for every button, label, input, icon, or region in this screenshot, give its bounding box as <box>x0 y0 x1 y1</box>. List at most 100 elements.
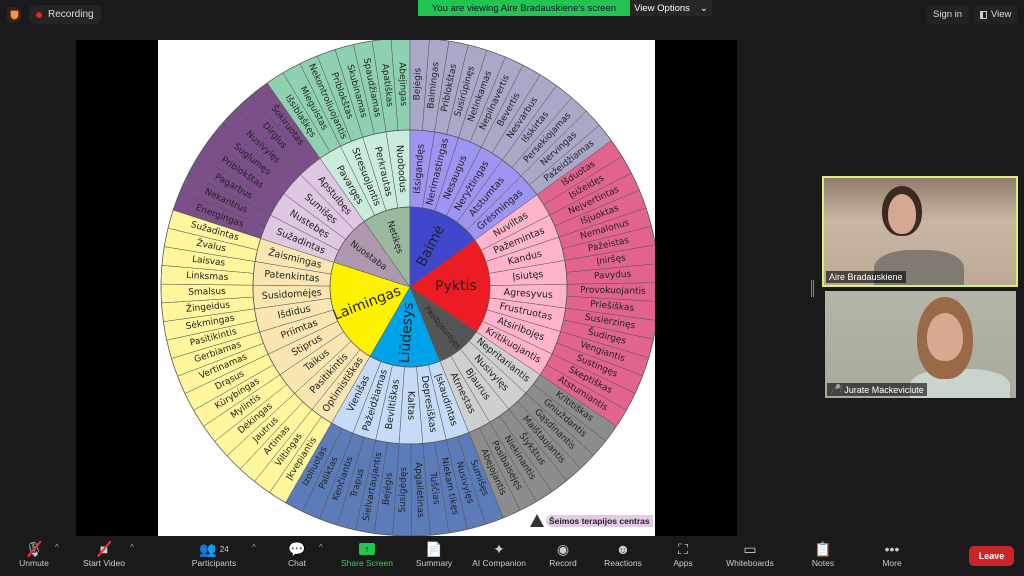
middle-emotion-label: Nuobodus <box>394 145 409 194</box>
chat-bubble-icon: 💬 <box>288 540 306 557</box>
summary-label: Summary <box>415 558 453 568</box>
outer-emotion-label: Smalsus <box>188 287 226 298</box>
participant-name: Jurate Mackeviciute <box>844 384 924 395</box>
security-shield-icon[interactable] <box>7 7 21 23</box>
share-screen-label: Share Screen <box>341 558 393 568</box>
muted-mic-icon: 🎤̸ <box>830 384 842 394</box>
video-tile-aire[interactable]: Aire Bradauskiene <box>822 176 1018 287</box>
chat-options-caret[interactable]: ^ <box>319 543 323 552</box>
unmute-label: Unmute <box>19 558 49 568</box>
participants-icon: 👥24 <box>199 540 229 557</box>
summary-document-icon: 📄 <box>425 540 443 557</box>
outer-emotion-label: Tuščias <box>427 471 442 506</box>
viewing-screen-banner: You are viewing Aire Bradauskiene's scre… <box>418 0 630 16</box>
muted-microphone-icon: 🎙 <box>25 540 43 558</box>
outer-emotion-label: Bejėgis <box>412 67 423 100</box>
outer-emotion-label: Įniršęs <box>596 252 627 267</box>
outer-emotion-label: Susigėdęs <box>398 467 409 513</box>
video-options-caret[interactable]: ^ <box>130 543 134 552</box>
middle-emotion-label: Įsiutęs <box>512 269 544 283</box>
middle-emotion-label: Išsigandęs <box>412 143 427 194</box>
outer-emotion-label: Bejėgis <box>381 472 394 506</box>
more-label: More <box>882 558 902 568</box>
notes-icon: 📋 <box>814 540 832 557</box>
record-button[interactable]: ◉ Record <box>549 540 577 569</box>
ai-companion-button[interactable]: ✦ AI Companion <box>472 540 526 569</box>
reactions-button[interactable]: ☻ Reactions <box>604 540 642 568</box>
apps-icon: ⛶ <box>678 540 688 557</box>
audio-options-caret[interactable]: ^ <box>55 543 59 552</box>
chat-label: Chat <box>288 558 306 568</box>
view-label: View <box>991 9 1012 20</box>
outer-emotion-label: Priešiškas <box>590 299 635 314</box>
whiteboards-label: Whiteboards <box>726 558 774 568</box>
top-bar: Recording You are viewing Aire Bradauski… <box>0 0 1024 30</box>
sign-in-button[interactable]: Sign in <box>926 5 970 24</box>
outer-emotion-label: Linksmas <box>186 271 229 283</box>
middle-emotion-label: Patenkintas <box>264 269 320 285</box>
leave-button[interactable]: Leave <box>969 546 1014 566</box>
notes-button[interactable]: 📋 Notes <box>811 540 835 569</box>
view-button[interactable]: View <box>974 5 1018 24</box>
middle-emotion-label: Agresyvus <box>503 287 553 301</box>
start-video-label: Start Video <box>83 558 125 568</box>
more-button[interactable]: ••• More <box>882 540 901 568</box>
feelings-wheel: IšsiblaškęsMieguistasNekontroliuojantisP… <box>160 37 660 537</box>
core-emotion-label: Pyktis <box>435 278 477 295</box>
outer-emotion-label: Abejingas <box>396 62 408 107</box>
summary-button[interactable]: 📄 Summary <box>415 540 453 569</box>
participant-name: Aire Bradauskiene <box>829 272 903 282</box>
apps-label: Apps <box>673 558 693 568</box>
apps-button[interactable]: ⛶ Apps <box>673 540 693 569</box>
view-options-label: View Options <box>634 2 690 14</box>
video-off-icon: ■ <box>96 540 112 558</box>
outer-emotion-label: Laisvas <box>191 255 226 269</box>
layout-icon <box>980 10 987 19</box>
share-screen-button[interactable]: ↑ Share Screen <box>341 540 393 568</box>
whiteboard-icon: ▭ <box>743 540 757 557</box>
unmute-button[interactable]: 🎙 Unmute <box>19 540 49 569</box>
middle-emotion-label: Susidomėjęs <box>261 287 322 302</box>
reactions-label: Reactions <box>604 558 642 568</box>
participants-button[interactable]: 👥24 Participants <box>191 540 237 569</box>
outer-emotion-label: Provokuojantis <box>580 286 646 297</box>
whiteboards-button[interactable]: ▭ Whiteboards <box>726 540 774 569</box>
record-label: Record <box>549 558 577 568</box>
share-screen-icon: ↑ <box>358 543 375 555</box>
outer-emotion-label: Apgailėtinas <box>413 462 425 518</box>
reactions-smiley-icon: ☻ <box>615 541 631 557</box>
logo-triangle-icon <box>530 514 544 527</box>
outer-emotion-label: Apatiškas <box>379 63 395 108</box>
participant-name-tag: 🎤̸ Jurate Mackeviciute <box>827 383 927 396</box>
more-dots-icon: ••• <box>884 541 900 557</box>
outer-emotion-label: Pavydus <box>594 270 632 282</box>
participant-face <box>927 313 963 361</box>
ring-border <box>252 129 568 445</box>
meeting-toolbar: 🎙 Unmute ^ ■ Start Video ^ 👥24 Participa… <box>0 536 1024 576</box>
notes-label: Notes <box>811 558 835 568</box>
logo-text: Šeimos terapijos centras <box>546 514 653 527</box>
chat-button[interactable]: 💬 Chat <box>288 540 306 569</box>
record-icon: ◉ <box>556 540 570 557</box>
participant-face <box>888 194 916 234</box>
core-emotion-label: Liūdesys <box>397 302 417 364</box>
participants-options-caret[interactable]: ^ <box>252 543 256 552</box>
middle-emotion-label: Kaltas <box>405 391 416 420</box>
recording-dot-icon <box>36 11 42 18</box>
recording-label: Recording <box>48 9 94 20</box>
recording-indicator[interactable]: Recording <box>29 5 101 24</box>
view-options-button[interactable]: View Options ⌄ <box>630 0 712 16</box>
start-video-button[interactable]: ■ Start Video <box>83 540 125 568</box>
participant-name-tag: Aire Bradauskiene <box>826 271 906 283</box>
logo: Šeimos terapijos centras <box>530 514 653 527</box>
video-tile-jurate[interactable]: 🎤̸ Jurate Mackeviciute <box>825 291 1016 398</box>
chevron-down-icon: ⌄ <box>699 2 708 14</box>
ring-border <box>329 206 491 368</box>
panel-resize-handle[interactable] <box>811 280 814 297</box>
participants-label: Participants <box>191 558 237 568</box>
participant-count: 24 <box>219 544 229 554</box>
sparkle-icon: ✦ <box>493 540 505 557</box>
ai-companion-label: AI Companion <box>472 558 526 568</box>
